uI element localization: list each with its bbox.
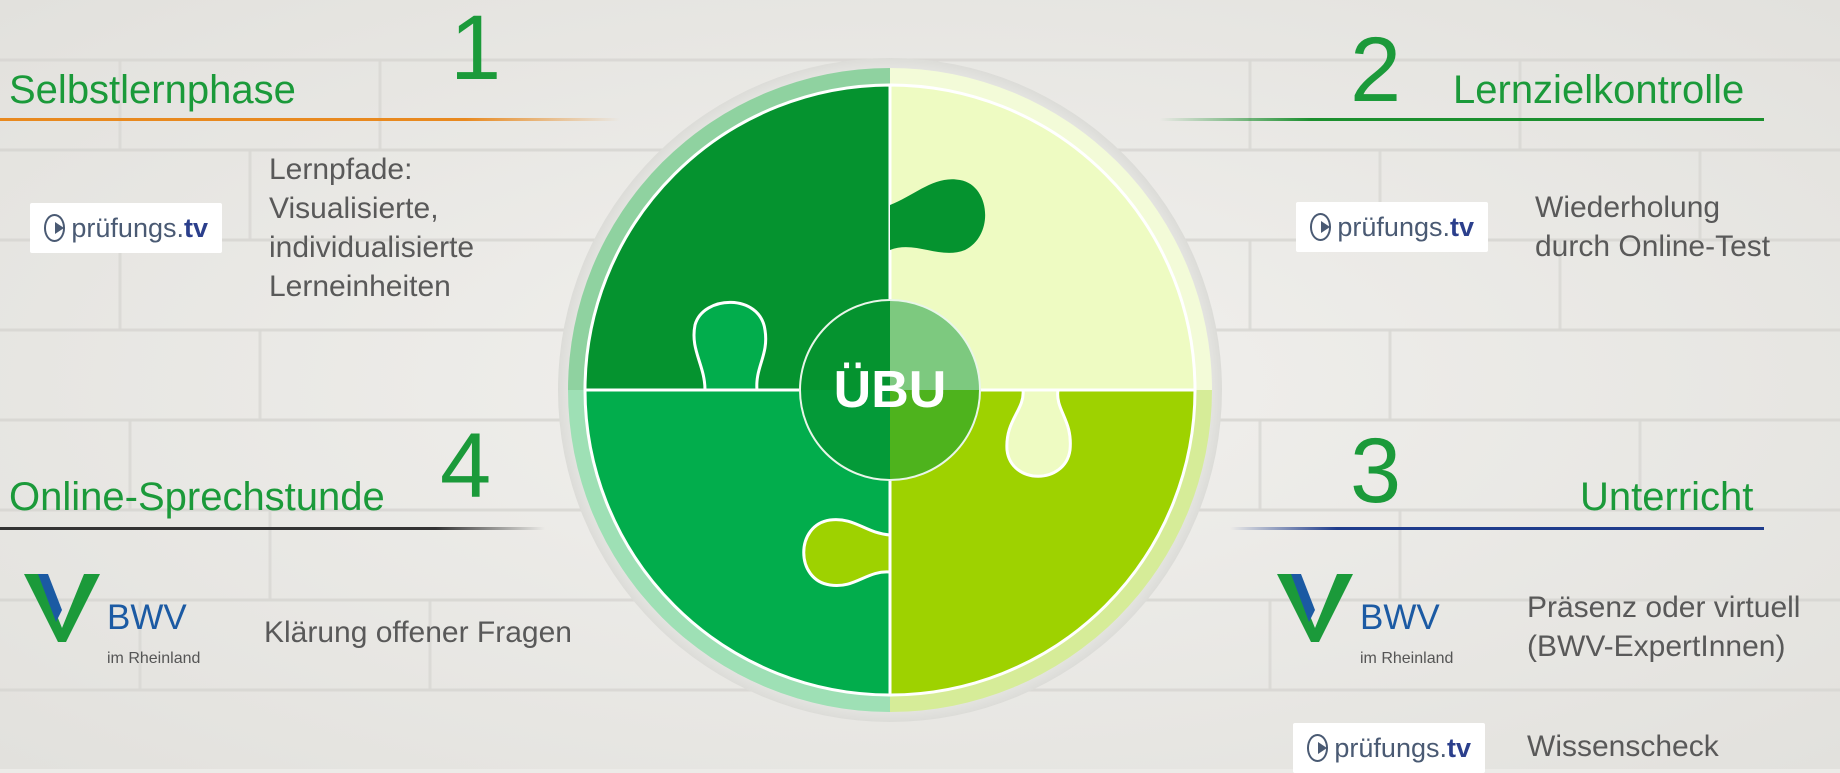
- step-3-title: Unterricht: [1580, 475, 1754, 519]
- puzzle-piece-3: [888, 388, 1197, 697]
- step-4-title: Online-Sprechstunde: [9, 475, 385, 519]
- bwv-v-icon: [1277, 574, 1353, 642]
- pruefungs-tv-logo-2: prüfungs.tv: [1296, 202, 1488, 252]
- bwv-v-icon: [24, 574, 100, 642]
- step-4-rule: [0, 527, 545, 530]
- bwv-logo-2: BWV im Rheinland: [1275, 570, 1475, 680]
- step-2-title: Lernzielkontrolle: [1453, 68, 1745, 112]
- pruefungs-tv-logo-3: prüfungs.tv: [1293, 723, 1485, 773]
- step-1-number: 1: [450, 0, 502, 99]
- knob-4: [692, 300, 768, 392]
- knob-1: [890, 179, 986, 253]
- step-3-rule: [1230, 527, 1764, 530]
- play-icon: [1307, 734, 1329, 762]
- puzzle-piece-2: [888, 83, 1197, 392]
- pruefungs-tv-logo-1: prüfungs.tv: [30, 203, 222, 253]
- knob-2: [1005, 388, 1072, 478]
- step-2-rule: [1160, 118, 1764, 121]
- step-4-description: Klärung offener Fragen: [264, 616, 572, 649]
- puzzle-piece-1: [583, 83, 892, 392]
- knob-3: [802, 518, 892, 588]
- center-ring: [799, 299, 981, 481]
- step-3-number: 3: [1350, 420, 1402, 522]
- step-1-description: Lernpfade:Visualisierte, individualisier…: [269, 153, 475, 303]
- step-1-title: Selbstlernphase: [9, 68, 296, 112]
- step-1-rule: [0, 118, 620, 121]
- puzzle-piece-4: [583, 388, 892, 697]
- step-3-description: Präsenz oder virtuell(BWV-ExpertInnen): [1527, 591, 1801, 663]
- play-icon: [1310, 213, 1332, 241]
- step-2-number: 2: [1350, 19, 1402, 121]
- bwv-logo-1: BWV im Rheinland: [22, 570, 222, 680]
- puzzle-circle: ÜBU: [558, 58, 1222, 722]
- step-3-extra: Wissenscheck: [1527, 730, 1719, 763]
- center-label: ÜBU: [834, 361, 947, 419]
- play-icon: [44, 214, 66, 242]
- step-4-number: 4: [440, 415, 492, 517]
